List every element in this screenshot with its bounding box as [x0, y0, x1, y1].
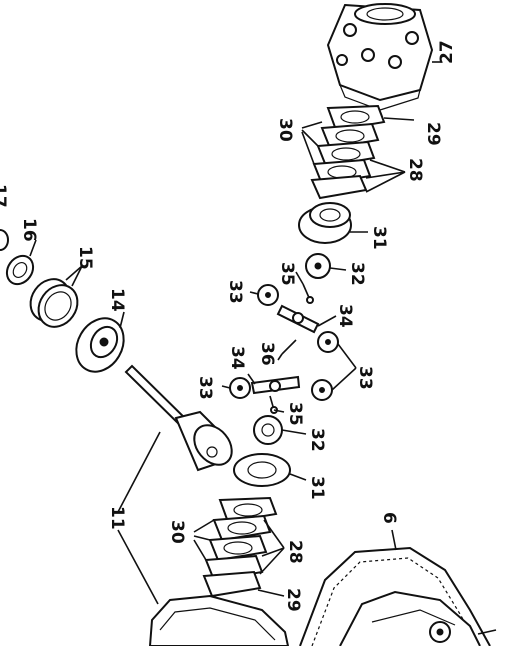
part-35-bolts — [269, 283, 314, 414]
housing — [339, 590, 481, 646]
label-36: 36 — [257, 342, 277, 366]
label-17: 17 — [0, 184, 9, 208]
label-29-upper: 29 — [423, 122, 443, 146]
label-28-lower: 28 — [285, 540, 305, 564]
part-27-differential-case — [326, 3, 434, 111]
part-14-bearing — [75, 317, 125, 373]
part-clutch-stack-upper — [310, 104, 386, 200]
part-labels: 27 29 30 28 31 32 35 33 34 33 36 34 33 3… — [0, 40, 457, 611]
label-15: 15 — [75, 246, 95, 270]
part-36-pin — [281, 339, 297, 355]
label-29-lower: 29 — [283, 588, 303, 612]
label-35-lower: 35 — [285, 402, 305, 426]
part-16-seal — [5, 254, 35, 286]
part-11-drive-pinion — [124, 364, 233, 472]
part-33-pinion-gears — [229, 284, 339, 401]
label-33-left: 33 — [195, 376, 215, 400]
label-31-upper: 31 — [369, 226, 389, 250]
label-34-lower: 34 — [227, 346, 247, 370]
label-16: 16 — [19, 218, 39, 242]
part-32-pinion-gear-upper — [305, 253, 331, 279]
label-28-upper: 28 — [405, 158, 425, 182]
label-34-upper: 34 — [335, 304, 355, 328]
label-30-lower: 30 — [167, 520, 187, 544]
label-27: 27 — [437, 40, 457, 64]
label-11: 11 — [107, 506, 127, 530]
part-17-washer — [0, 229, 9, 251]
label-33-upper-left: 33 — [225, 280, 245, 304]
leader-lines — [29, 61, 497, 635]
part-31-side-gear-upper — [298, 202, 352, 244]
label-30-upper: 30 — [275, 118, 295, 142]
part-31-side-gear-lower — [233, 453, 291, 487]
label-33-right: 33 — [355, 366, 375, 390]
part-clutch-stack-lower — [202, 496, 278, 598]
part-11-ring-gear — [148, 594, 290, 646]
label-14: 14 — [107, 288, 127, 312]
label-6: 6 — [379, 512, 399, 524]
label-32-upper: 32 — [347, 262, 367, 286]
part-32-gear-lower — [253, 415, 283, 445]
label-31-lower: 31 — [307, 476, 327, 500]
label-32-lower: 32 — [307, 428, 327, 452]
label-35-upper: 35 — [277, 262, 297, 286]
part-34-cross-shafts — [250, 304, 320, 395]
part-15-shims — [29, 278, 79, 328]
